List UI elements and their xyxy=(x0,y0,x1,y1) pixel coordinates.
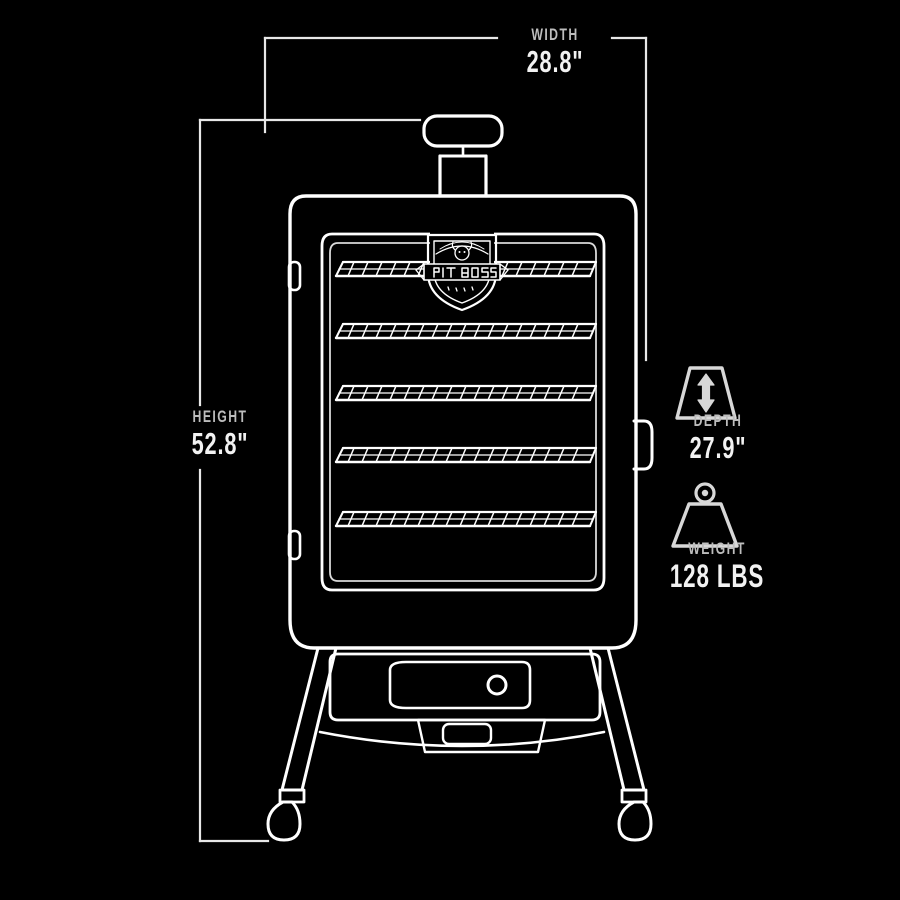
width-dimension-line xyxy=(263,36,648,362)
leg-left xyxy=(278,646,338,804)
depth-arrow-icon xyxy=(675,366,737,420)
leg-right xyxy=(588,646,648,804)
weight-value: 128 LBS xyxy=(669,558,765,594)
caster-left xyxy=(266,800,302,842)
door-hinge-bottom xyxy=(287,529,302,561)
smoker-illustration xyxy=(266,114,654,842)
weight-kettlebell-icon xyxy=(671,482,739,548)
width-dimension-label: WIDTH 28.8" xyxy=(455,26,655,77)
width-caption: WIDTH xyxy=(531,25,579,44)
control-panel xyxy=(328,652,602,722)
chimney-cap xyxy=(422,114,504,158)
depth-value: 27.9" xyxy=(689,430,747,465)
height-value: 52.8" xyxy=(191,426,249,461)
cooking-rack-2 xyxy=(334,322,598,340)
cooking-rack-3 xyxy=(334,384,598,402)
weight-caption: WEIGHT xyxy=(688,539,746,558)
height-caption: HEIGHT xyxy=(192,407,248,426)
height-dimension-line xyxy=(198,118,422,843)
weight-label: WEIGHT 128 LBS xyxy=(602,540,832,592)
door-handle xyxy=(632,419,654,471)
hopper-handle xyxy=(416,718,547,754)
height-dimension-label: HEIGHT 52.8" xyxy=(120,408,320,459)
cabinet-body xyxy=(288,194,638,650)
pit-boss-logo-badge xyxy=(415,232,509,312)
depth-caption: DEPTH xyxy=(693,411,743,430)
cooking-rack-4 xyxy=(334,446,598,464)
door-frame xyxy=(320,232,606,592)
door-hinge-top xyxy=(287,260,302,292)
smokestack xyxy=(438,154,488,198)
depth-dimension-label: DEPTH 27.9" xyxy=(618,412,818,463)
cooking-rack-5 xyxy=(334,510,598,528)
caster-right xyxy=(617,800,653,842)
width-value: 28.8" xyxy=(526,44,584,79)
leg-cross-brace xyxy=(318,730,606,748)
